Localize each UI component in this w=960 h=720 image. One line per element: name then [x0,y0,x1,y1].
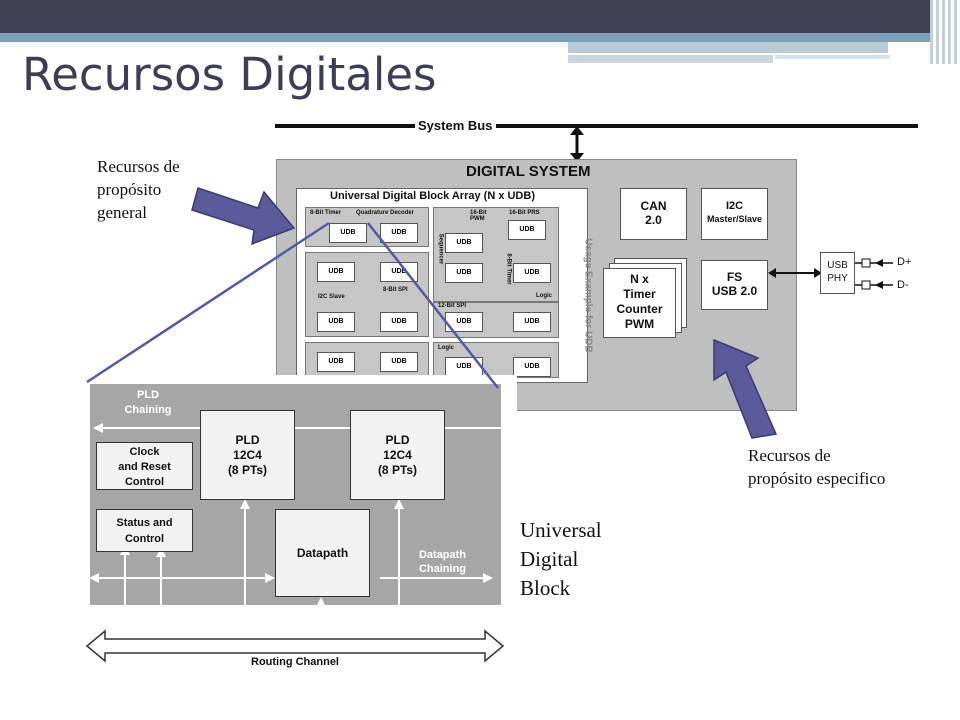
udb-array-title: Universal Digital Block Array (N x UDB) [330,190,535,202]
udb-cell: UDB [380,312,418,332]
udb-cell: UDB [508,220,546,240]
header-highlight [0,42,570,47]
udb-cell: UDB [445,233,483,253]
system-bus-label: System Bus [418,118,493,133]
header-bar [0,0,930,33]
datapath-box: Datapath [275,509,370,597]
header-stripe [568,42,888,53]
header-vertical-line [948,0,951,64]
bus-arrow-icon [570,126,584,162]
spi8-label: 8-Bit SPI [383,287,408,293]
udb-cell: UDB [329,223,367,243]
digital-system-label: DIGITAL SYSTEM [466,163,591,180]
page-title: Recursos Digitales [22,48,437,101]
general-purpose-arrow-icon [191,187,296,246]
udb-cell: UDB [317,312,355,332]
logic-label: Logic [536,293,552,299]
usb-data-lines [855,258,893,290]
d-minus-label: D- [897,279,909,291]
header-accent-bar [0,33,930,42]
header-vertical-line [930,0,933,64]
routing-channel-label: Routing Channel [251,656,339,668]
udb-cell: UDB [380,223,418,243]
logic-label: Logic [438,345,454,351]
header-stripe [568,55,773,63]
udb-cell: UDB [513,357,551,377]
usb-arrow-icon [768,268,822,278]
timer8-label: 8-Bit Timer [310,210,342,216]
prs16-label: 16-Bit PRS [509,210,540,216]
udb-cell: UDB [445,263,483,283]
quad-decoder-label: Quadrature Decoder [356,210,415,216]
udb-cell: UDB [513,312,551,332]
udb-cell: UDB [380,352,418,372]
header-vertical-line [954,0,957,64]
udb-cell: UDB [317,262,355,282]
system-bus-line [496,124,918,128]
d-plus-label: D+ [897,256,912,268]
udb-cell: UDB [513,263,551,283]
header-vertical-line [936,0,939,64]
header-vertical-line [942,0,945,64]
udb-detail-arrows [85,423,517,663]
specific-purpose-arrow-icon [713,338,778,439]
i2c-slave-label: I2C Slave [318,294,345,300]
udb-cell: UDB [317,352,355,372]
spi12-label: 12-Bit SPI [438,303,467,309]
system-bus-line [275,124,415,128]
header-stripe [775,55,890,59]
